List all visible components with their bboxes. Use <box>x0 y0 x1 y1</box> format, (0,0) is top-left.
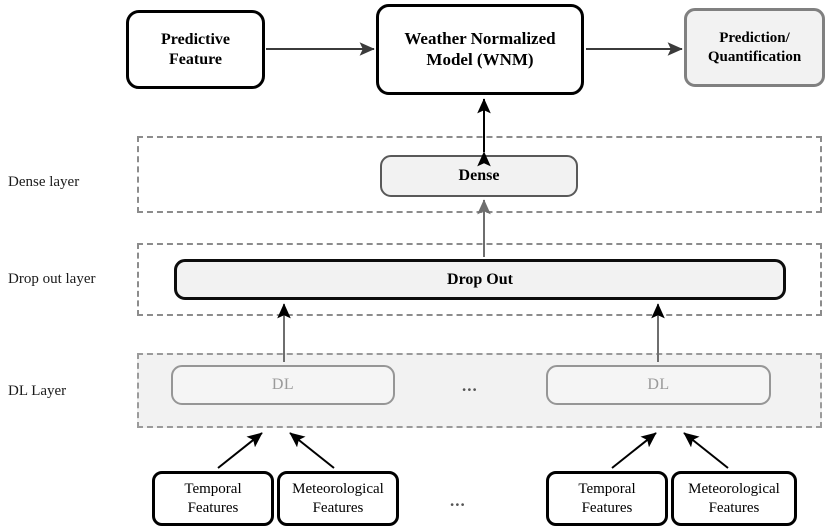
dl-box-1[interactable]: DL <box>171 365 395 405</box>
layer-label-dense: Dense layer <box>8 174 80 190</box>
arrow-meteorological-right-to-dl <box>683 432 729 469</box>
predictive-feature-text: Predictive Feature <box>161 30 230 69</box>
layer-label-dropout: Drop out layer <box>8 271 96 287</box>
feature-2-line1: Meteorological <box>292 481 384 498</box>
arrow-temporal-right-to-dl <box>611 432 657 469</box>
feature-4-line1: Meteorological <box>688 481 780 498</box>
prediction-line2: Quantification <box>707 48 802 65</box>
prediction-line1: Prediction/ <box>719 30 790 47</box>
predictive-feature-line2: Feature <box>168 50 222 68</box>
feature-box-temporal-right-text: Temporal Features <box>578 480 635 517</box>
feature-box-meteorological-left[interactable]: Meteorological Features <box>277 471 399 526</box>
dense-label: Dense <box>458 167 500 185</box>
dl-box-1-label: DL <box>271 376 295 394</box>
feature-box-meteorological-left-text: Meteorological Features <box>292 480 384 517</box>
layer-label-dl: DL Layer <box>8 383 67 399</box>
feature-4-line2: Features <box>708 499 760 516</box>
feature-1-line2: Features <box>187 499 239 516</box>
feature-box-temporal-left[interactable]: Temporal Features <box>152 471 274 526</box>
dropout-box[interactable]: Drop Out <box>174 259 786 300</box>
feature-3-line1: Temporal <box>578 481 636 498</box>
wnm-line2: Model (WNM) <box>426 49 534 69</box>
dropout-layer-band <box>137 243 822 316</box>
dl-box-2[interactable]: DL <box>546 365 771 405</box>
feature-1-line1: Temporal <box>184 481 242 498</box>
dl-ellipsis: ... <box>462 376 478 395</box>
dropout-label: Drop Out <box>447 270 513 288</box>
prediction-quantification-box[interactable]: Prediction/ Quantification <box>684 8 825 87</box>
feature-box-temporal-left-text: Temporal Features <box>184 480 241 517</box>
feature-box-meteorological-right[interactable]: Meteorological Features <box>671 471 797 526</box>
dl-box-2-label: DL <box>647 376 670 394</box>
feature-box-meteorological-right-text: Meteorological Features <box>688 480 780 517</box>
wnm-text: Weather Normalized Model (WNM) <box>404 29 555 70</box>
predictive-feature-box[interactable]: Predictive Feature <box>126 10 265 89</box>
arrow-meteorological-left-to-dl <box>289 432 335 469</box>
prediction-quantification-text: Prediction/ Quantification <box>708 29 801 66</box>
feature-3-line2: Features <box>581 499 633 516</box>
wnm-box[interactable]: Weather Normalized Model (WNM) <box>376 4 584 95</box>
feature-box-temporal-right[interactable]: Temporal Features <box>546 471 668 526</box>
bottom-ellipsis: ... <box>450 491 466 510</box>
predictive-feature-line1: Predictive <box>160 30 230 48</box>
dense-box[interactable]: Dense <box>380 155 578 197</box>
arrow-temporal-left-to-dl <box>217 432 263 469</box>
wnm-line1: Weather Normalized <box>404 28 556 48</box>
feature-2-line2: Features <box>312 499 364 516</box>
